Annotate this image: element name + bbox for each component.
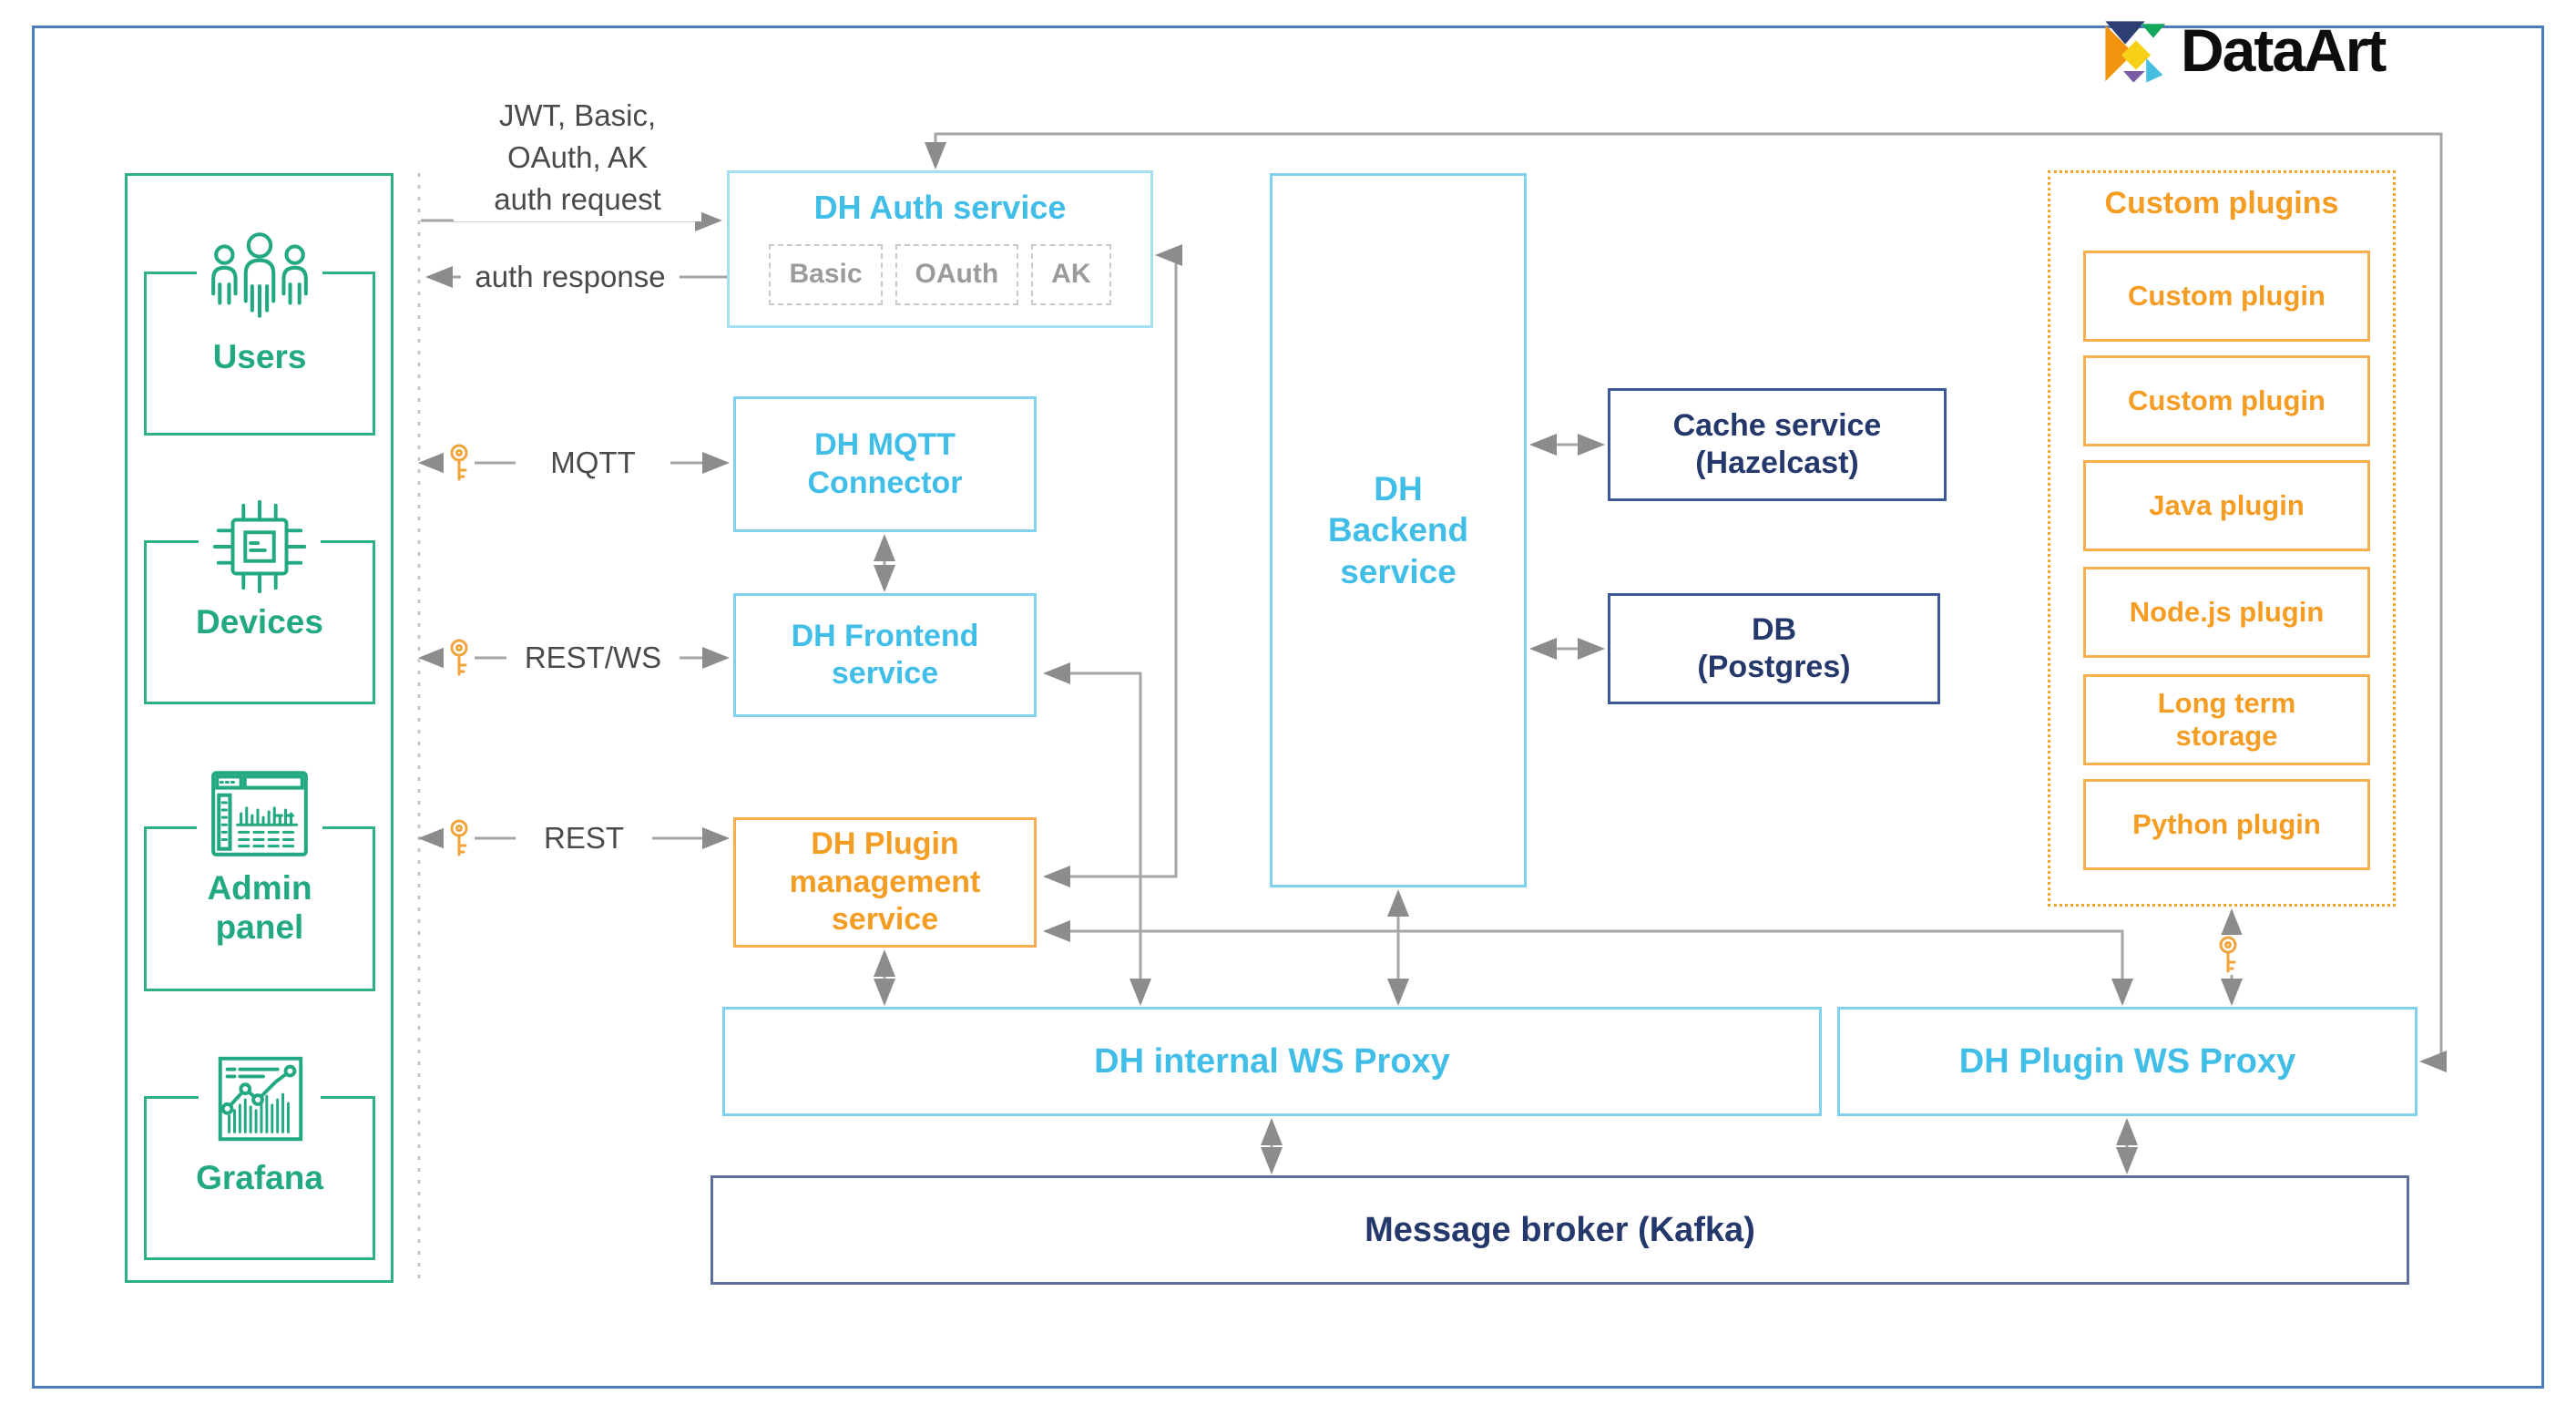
plugin-box-java: Java plugin — [2083, 460, 2370, 551]
service-box-internal-ws-proxy: DH internal WS Proxy — [722, 1007, 1822, 1116]
actor-admin-panel: Admin panel — [144, 760, 375, 991]
auth-module-basic: Basic — [769, 243, 883, 305]
service-box-plugin-ws-proxy: DH Plugin WS Proxy — [1837, 1007, 2418, 1116]
actor-grafana: Grafana — [144, 1049, 375, 1260]
users-icon — [197, 231, 322, 323]
key-icon — [444, 638, 475, 678]
key-icon — [2213, 935, 2244, 975]
service-box-frontend: DH Frontend service — [733, 593, 1037, 717]
service-box-plugin-management: DH Plugin management service — [733, 817, 1037, 948]
dataart-logo: DataArt — [2104, 16, 2387, 86]
rest-ws-label: REST/WS — [506, 637, 680, 679]
actor-users-label: Users — [212, 338, 307, 375]
chip-icon — [199, 493, 321, 600]
arrow-frontend-to-internal-proxy — [1043, 662, 1151, 1006]
brand-text: DataArt — [2181, 16, 2387, 84]
auth-request-label: JWT, Basic, OAuth, AK auth request — [454, 95, 701, 221]
outer-frame — [32, 26, 2544, 1389]
actor-users: Users — [144, 231, 375, 436]
actor-devices: Devices — [144, 493, 375, 704]
service-box-backend: DH Backend service — [1270, 173, 1527, 887]
auth-service-title: DH Auth service — [813, 189, 1067, 226]
mqtt-label: MQTT — [516, 442, 670, 484]
plugin-box-nodejs: Node.js plugin — [2083, 567, 2370, 658]
custom-plugins-title: Custom plugins — [2104, 186, 2339, 220]
service-box-db: DB (Postgres) — [1608, 593, 1940, 704]
custom-plugins-container: Custom plugins Custom plugin Custom plug… — [2048, 170, 2396, 907]
key-icon — [444, 818, 475, 858]
service-box-auth: DH Auth service Basic OAuth AK — [727, 170, 1153, 328]
auth-response-label: auth response — [461, 256, 680, 298]
actor-devices-label: Devices — [196, 603, 323, 641]
service-box-mqtt-connector: DH MQTT Connector — [733, 396, 1037, 532]
plugin-box-long-term-storage: Long term storage — [2083, 674, 2370, 765]
arrow-plugin-mgmt-to-auth — [1043, 244, 1182, 887]
actor-grafana-label: Grafana — [196, 1159, 323, 1196]
plugin-box-custom-1: Custom plugin — [2083, 251, 2370, 342]
auth-module-ak: AK — [1031, 243, 1111, 305]
arrow-plugin-proxy-to-auth — [925, 132, 2447, 1072]
auth-module-oauth: OAuth — [894, 243, 1019, 305]
plugin-box-python: Python plugin — [2083, 779, 2370, 870]
plugin-box-custom-2: Custom plugin — [2083, 355, 2370, 446]
service-box-kafka: Message broker (Kafka) — [710, 1175, 2409, 1285]
dataart-logo-icon — [2104, 18, 2168, 86]
key-icon — [444, 443, 475, 483]
actor-admin-panel-label: Admin panel — [207, 869, 312, 946]
arrow-plugin-mgmt-to-plugin-proxy — [1043, 920, 2133, 1006]
rest-label: REST — [516, 817, 652, 859]
service-box-cache: Cache service (Hazelcast) — [1608, 388, 1947, 501]
auth-modules-row: Basic OAuth AK — [769, 243, 1111, 305]
grafana-icon — [199, 1049, 321, 1149]
admin-panel-icon — [197, 760, 322, 862]
